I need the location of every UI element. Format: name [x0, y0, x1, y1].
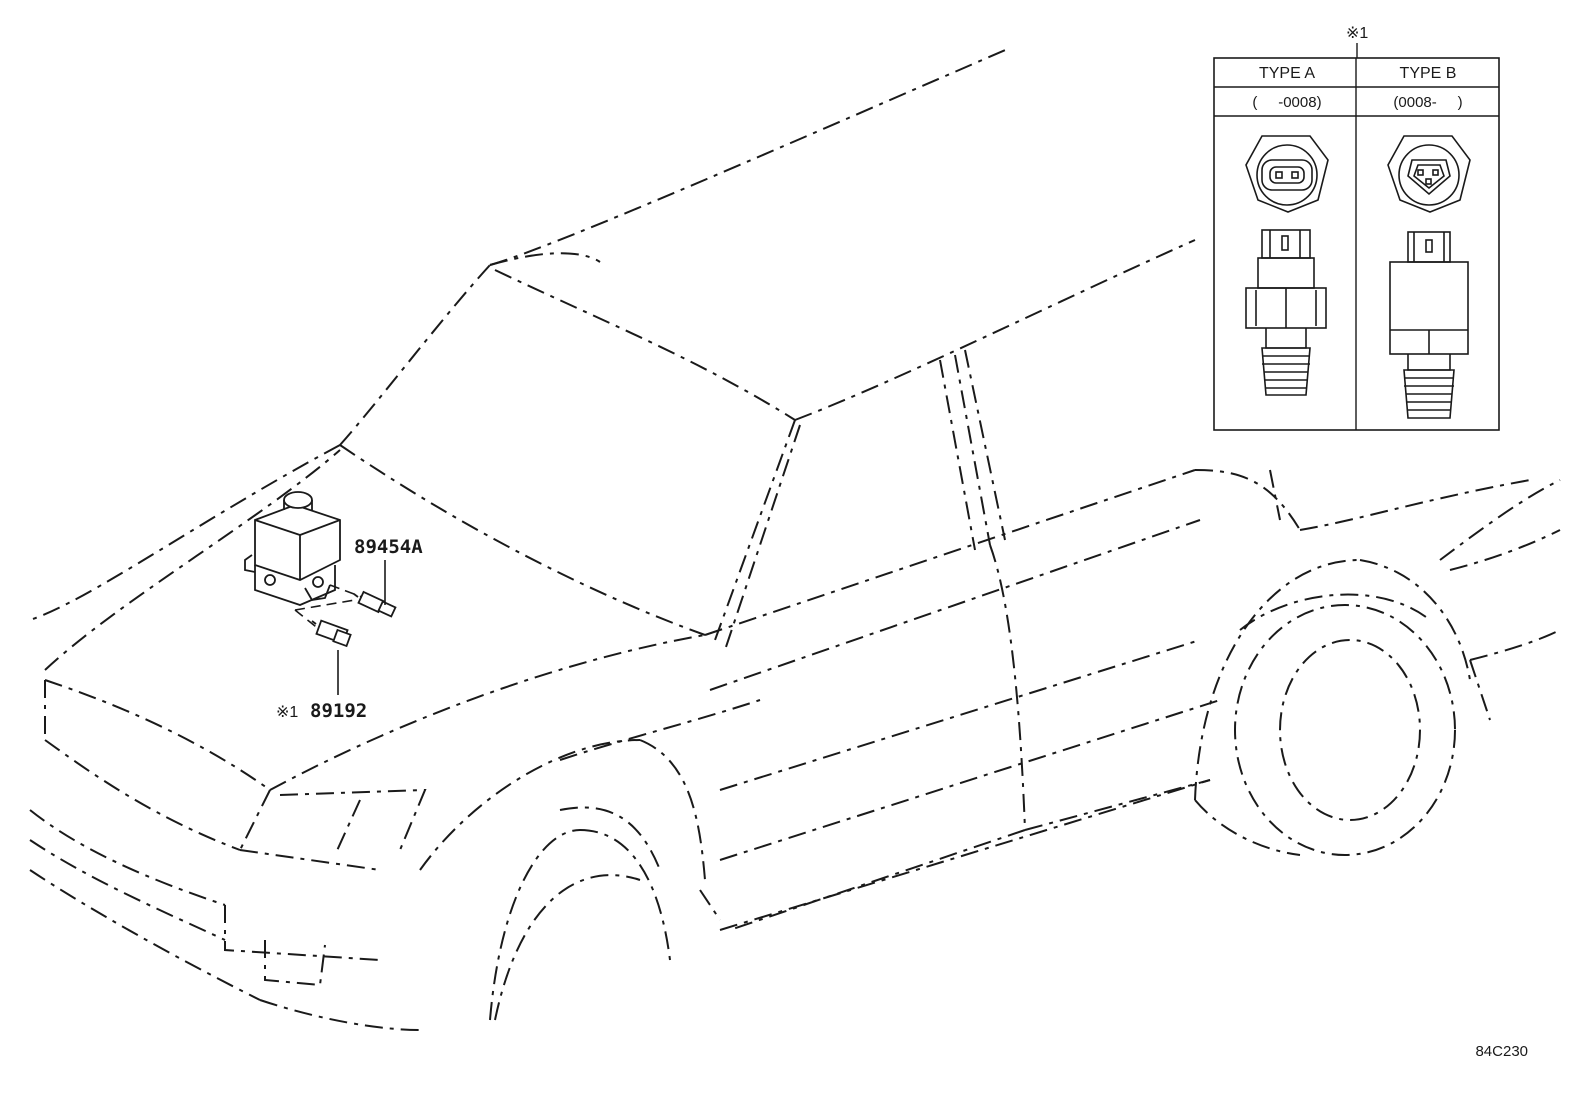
- type-a-range: ( -0008): [1252, 94, 1321, 111]
- inset-note-mark: ※1: [1346, 25, 1368, 42]
- part-number-label-89454A: 89454A: [354, 536, 423, 558]
- note-mark-label: ※1: [276, 704, 298, 721]
- brake-master-cylinder-drawing: [244, 491, 341, 606]
- inset-table: ※1 TYPE A TYPE B ( -0008) (0008- ): [1213, 25, 1500, 431]
- diagram-code-label: 84C230: [1475, 1043, 1528, 1060]
- type-a-header: TYPE A: [1259, 65, 1315, 82]
- part-number-label-89192: 89192: [310, 700, 367, 722]
- type-b-header: TYPE B: [1400, 65, 1457, 82]
- brake-fluid-pressure-switch-part: [353, 590, 397, 618]
- type-b-range: (0008- ): [1393, 94, 1462, 111]
- type-a-sensor-drawing: [1245, 135, 1329, 396]
- pressure-sensor-part: [311, 619, 352, 648]
- type-b-sensor-drawing: [1387, 135, 1471, 419]
- vehicle-outline: [29, 47, 1561, 1031]
